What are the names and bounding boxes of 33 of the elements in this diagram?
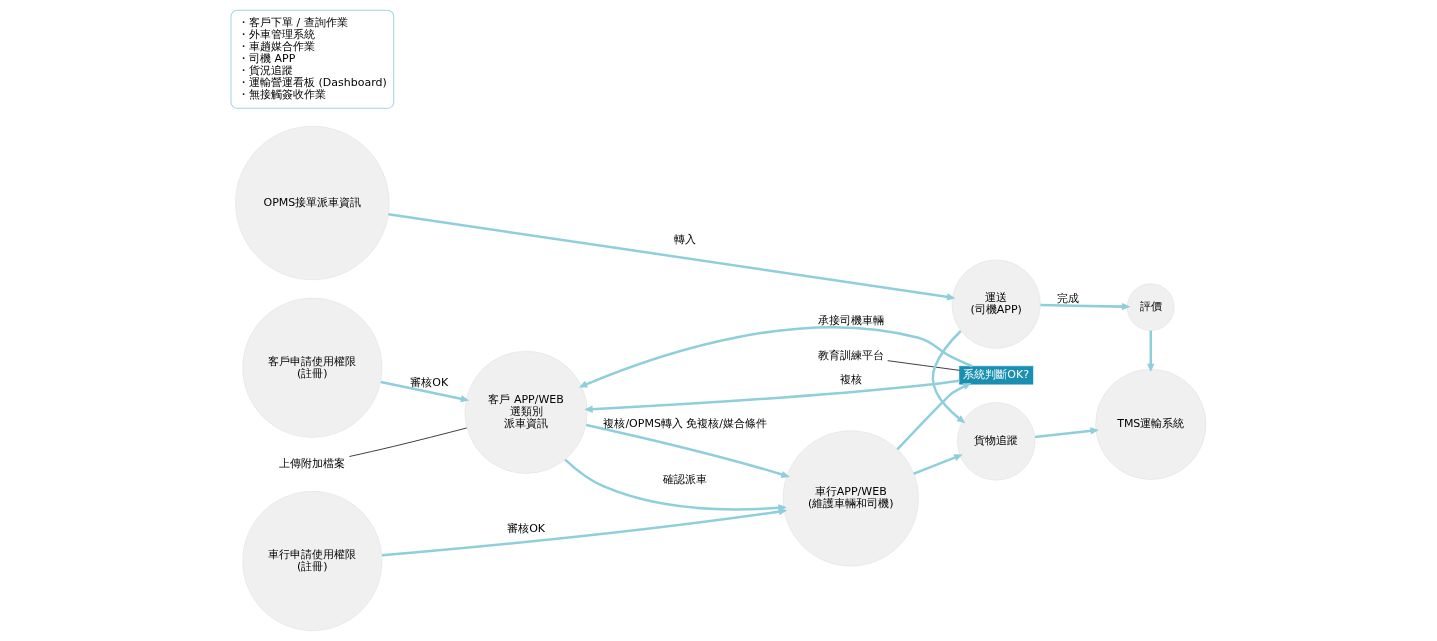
arrow	[584, 379, 960, 413]
edge-label: 審核OK	[410, 375, 449, 389]
edge-label: 審核OK	[507, 522, 546, 536]
arrow	[1034, 427, 1099, 439]
arrow	[913, 454, 963, 475]
edge-label: 承接司機車輛	[817, 314, 884, 328]
edge-label: 完成	[1056, 292, 1079, 306]
node-circle: 客戶申請使用權限 (註冊)	[242, 297, 383, 438]
node-circle: 運送 (司機APP)	[951, 259, 1041, 349]
arrow	[1040, 302, 1131, 311]
arrow	[388, 212, 956, 301]
arrow	[896, 383, 972, 451]
arrow	[380, 380, 470, 403]
arrow	[1147, 330, 1155, 373]
arrow	[585, 423, 790, 478]
edge-label: 轉入	[674, 233, 697, 247]
arrow	[381, 508, 788, 557]
node-text: 上傳附加檔案	[279, 457, 346, 471]
edge-label: 複核	[839, 372, 862, 386]
edge-label: 複核/OPMS轉入 免複核/媒合條件	[603, 416, 768, 430]
arrow	[578, 326, 973, 388]
arrow	[564, 458, 787, 512]
node-box: ・客戶下單 / 查詢作業 ・外車管理系統 ・車趟媒合作業 ・司機 APP ・貨況追蹤 ・運輸營運看板 (Dashboard) ・無接觸簽收作業	[230, 9, 395, 109]
node-circle: 車行申請使用權限 (註冊)	[242, 491, 383, 631]
edge-label: 確認派車	[663, 473, 708, 487]
connector	[887, 360, 960, 371]
node-box: 系統判斷OK?	[959, 366, 1034, 385]
node-circle: TMS運輸系統	[1095, 368, 1207, 480]
node-text: 教育訓練平台	[817, 348, 884, 362]
arrow	[931, 330, 966, 424]
node-circle: OPMS接單派車資訊	[235, 125, 390, 281]
node-circle: 評價	[1127, 283, 1175, 331]
connector	[349, 427, 468, 457]
